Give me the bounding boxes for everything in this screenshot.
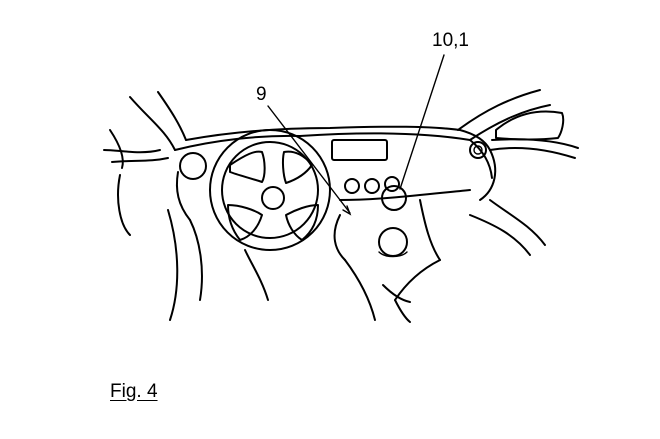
leader-9 bbox=[267, 105, 351, 214]
center-console-vents bbox=[344, 176, 400, 194]
dashboard-outline bbox=[117, 125, 497, 321]
left-a-pillar bbox=[103, 91, 187, 169]
center-console bbox=[333, 189, 471, 323]
leader-lines bbox=[267, 54, 445, 216]
right-a-pillar bbox=[457, 89, 579, 256]
leader-10-1 bbox=[399, 54, 445, 190]
left-air-vent bbox=[179, 152, 207, 180]
figure-caption: Fig. 4 bbox=[110, 381, 158, 402]
steering-wheel bbox=[209, 129, 331, 301]
arrow-9 bbox=[342, 205, 352, 216]
reference-label-10-1: 10,1 bbox=[432, 30, 469, 51]
reference-label-9: 9 bbox=[256, 84, 267, 105]
center-display bbox=[331, 139, 388, 161]
right-air-vent bbox=[469, 141, 487, 159]
rotary-selector bbox=[378, 227, 408, 258]
